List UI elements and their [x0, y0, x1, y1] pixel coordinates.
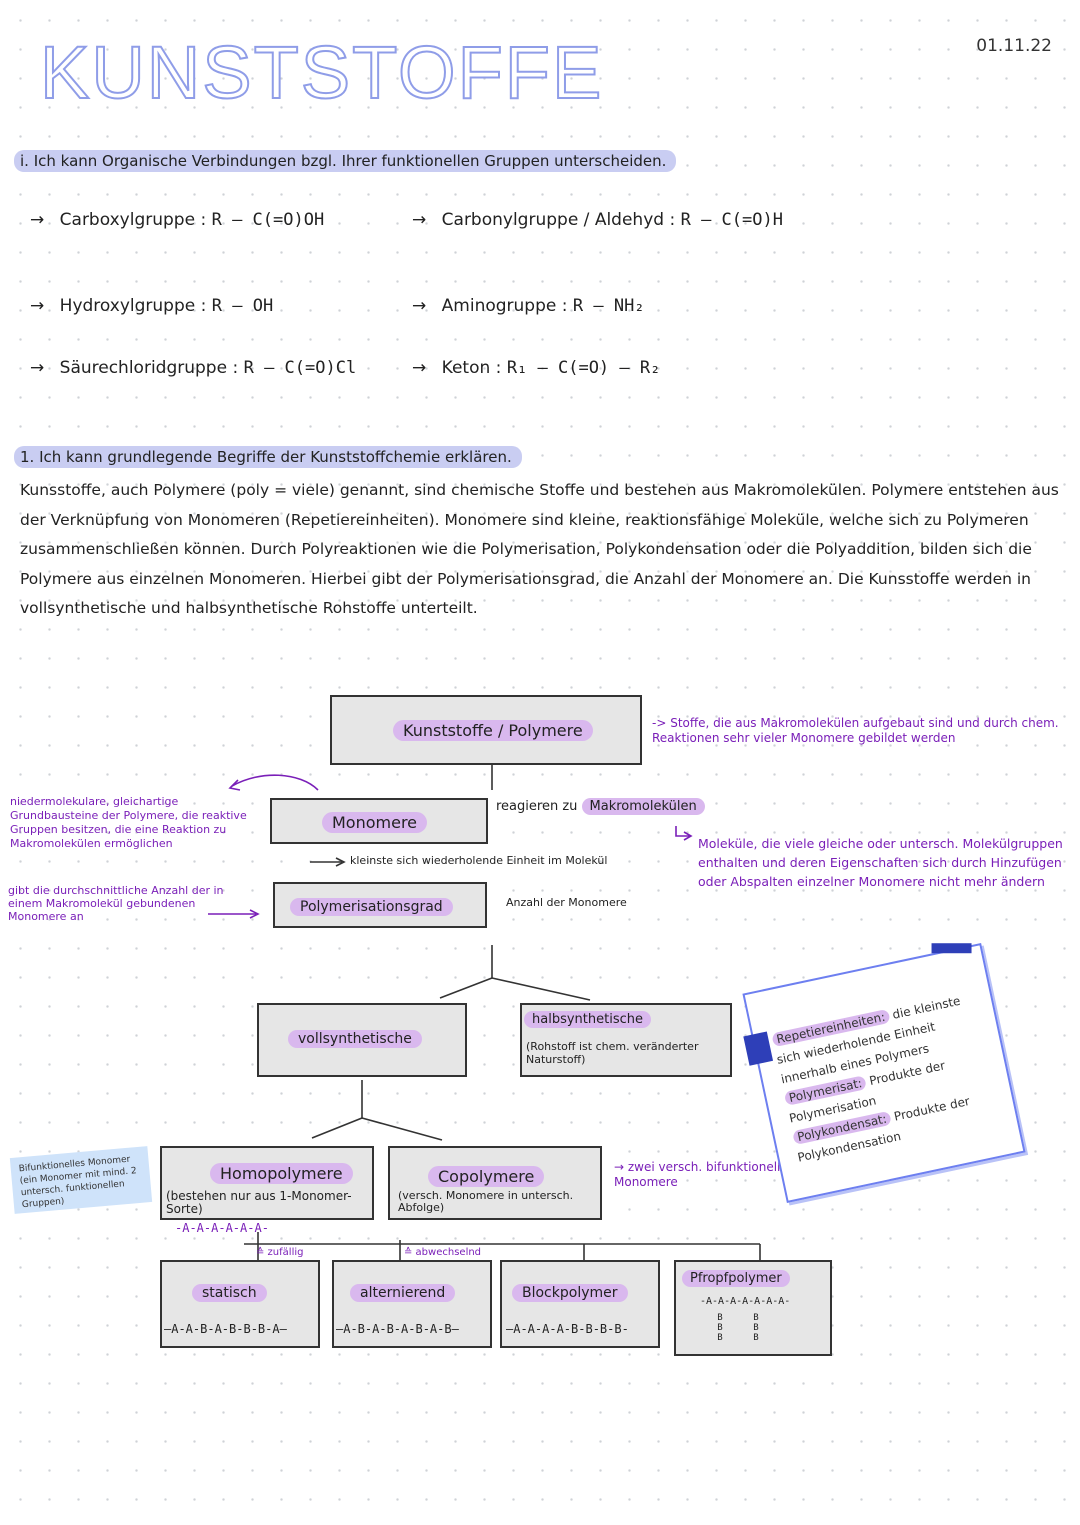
section-i-heading: i. Ich kann Organische Verbindungen bzgl…	[14, 150, 677, 172]
note-co-arrow: → zwei versch. bifunktionelle Monomere	[614, 1160, 804, 1190]
svg-text:B: B	[753, 1333, 758, 1343]
note-monomere: niedermolekulare, gleichartige Grundbaus…	[10, 795, 247, 850]
label-grad: Polymerisationsgrad	[290, 898, 453, 916]
arrow-icon: →	[30, 358, 45, 378]
group-formula: R – C(=O)OH	[211, 210, 325, 230]
note-co: (versch. Monomere in untersch. Abfolge)	[398, 1189, 574, 1214]
box-block	[500, 1260, 660, 1348]
arrow-icon: →	[30, 296, 45, 316]
label-kunststoffe: Kunststoffe / Polymere	[393, 720, 593, 741]
group-name: Keton	[441, 358, 491, 378]
group-formula: R – NH₂	[572, 296, 645, 316]
svg-text:B: B	[717, 1323, 722, 1333]
note-bifunktionell: Bifunktionelles Monomer (ein Monomer mit…	[9, 1146, 153, 1214]
homo-chain: -A-A-A-A-A-A-	[175, 1221, 269, 1235]
group-name: Carbonylgruppe / Aldehyd	[441, 210, 665, 230]
group-carboxyl: → Carboxylgruppe : R – C(=O)OH	[30, 210, 325, 230]
group-formula: R – C(=O)H	[680, 210, 783, 230]
label-block: Blockpolymer	[512, 1284, 628, 1302]
box-statisch	[160, 1260, 320, 1348]
page-title: KUNSTSTOFFE	[39, 30, 604, 115]
label-zufaellig: ≙ zufällig	[256, 1247, 304, 1258]
tape-top	[931, 943, 972, 954]
box-alternierend	[332, 1260, 492, 1348]
group-name: Carboxylgruppe	[59, 210, 196, 230]
group-formula: R – C(=O)Cl	[243, 358, 357, 378]
svg-text:B: B	[717, 1313, 722, 1323]
chain-statisch: —A-A-B-A-B-B-B-A—	[164, 1322, 287, 1336]
group-formula: R₁ – C(=O) – R₂	[506, 358, 661, 378]
chain-pfropf: -A-A-A-A-A-A-A-	[700, 1296, 791, 1307]
label-alternierend: alternierend	[350, 1284, 456, 1302]
box-monomere	[270, 798, 488, 844]
group-amino: → Aminogruppe : R – NH₂	[412, 296, 645, 316]
group-saeurechlorid: → Säurechloridgruppe : R – C(=O)Cl	[30, 358, 357, 378]
section-1-heading: 1. Ich kann grundlegende Begriffe der Ku…	[14, 446, 522, 468]
note-kunststoffe: -> Stoffe, die aus Makromolekülen aufgeb…	[652, 716, 1059, 745]
note-makro: Moleküle, die viele gleiche oder untersc…	[698, 836, 1063, 889]
note-halb: (Rohstoff ist chem. veränderter Natursto…	[526, 1040, 699, 1066]
date: 01.11.22	[976, 36, 1052, 56]
chain-block: —A-A-A-A-B-B-B-B-	[506, 1322, 629, 1336]
label-monomere: Monomere	[322, 812, 428, 833]
note-grad: gibt die durchschnittliche Anzahl der in…	[8, 884, 224, 923]
label-co: Copolymere	[428, 1166, 545, 1187]
arrow-icon: →	[412, 210, 427, 230]
chain-alternierend: —A-B-A-B-A-B-A-B—	[336, 1322, 459, 1336]
unit-text: kleinste sich wiederholende Einheit im M…	[350, 854, 608, 867]
pfropf-branches: BBB BBB	[717, 1313, 758, 1343]
co-arrow-text: zwei versch. bifunktionelle Monomere	[614, 1160, 788, 1189]
svg-text:B: B	[717, 1333, 722, 1343]
group-hydroxyl: → Hydroxylgruppe : R – OH	[30, 296, 274, 316]
label-makro: Makromolekülen	[581, 798, 705, 815]
label-pfropf: Pfropfpolymer	[682, 1270, 790, 1287]
group-name: Hydroxylgruppe	[59, 296, 196, 316]
note-homo: (bestehen nur aus 1-Monomer-Sorte)	[166, 1189, 352, 1216]
group-formula: R – OH	[211, 296, 274, 316]
label-voll: vollsynthetische	[288, 1030, 422, 1048]
arrow-icon: →	[614, 1160, 628, 1174]
group-keton: → Keton : R₁ – C(=O) – R₂	[412, 358, 661, 378]
reagieren-zu: reagieren zu Makromolekülen	[496, 798, 705, 815]
arrow-icon: →	[412, 296, 427, 316]
label-homo: Homopolymere	[210, 1163, 353, 1184]
group-name: Aminogruppe	[441, 296, 557, 316]
svg-text:B: B	[753, 1313, 758, 1323]
group-carbonyl: → Carbonylgruppe / Aldehyd : R – C(=O)H	[412, 210, 783, 230]
section-1-heading-text: 1. Ich kann grundlegende Begriffe der Ku…	[14, 446, 522, 468]
label-abwechselnd: ≙ abwechselnd	[404, 1247, 482, 1258]
section-1-paragraph: Kunsstoffe, auch Polymere (poly = viele)…	[20, 481, 1059, 617]
label-statisch: statisch	[192, 1284, 267, 1302]
react-text: reagieren zu	[496, 799, 578, 814]
section-i-heading-text: i. Ich kann Organische Verbindungen bzgl…	[14, 150, 677, 172]
group-name: Säurechloridgruppe	[59, 358, 228, 378]
arrow-icon: →	[30, 210, 45, 230]
svg-text:B: B	[753, 1323, 758, 1333]
grad-right: Anzahl der Monomere	[506, 896, 627, 909]
label-halb: halbsynthetische	[524, 1011, 651, 1028]
arrow-icon: →	[412, 358, 427, 378]
